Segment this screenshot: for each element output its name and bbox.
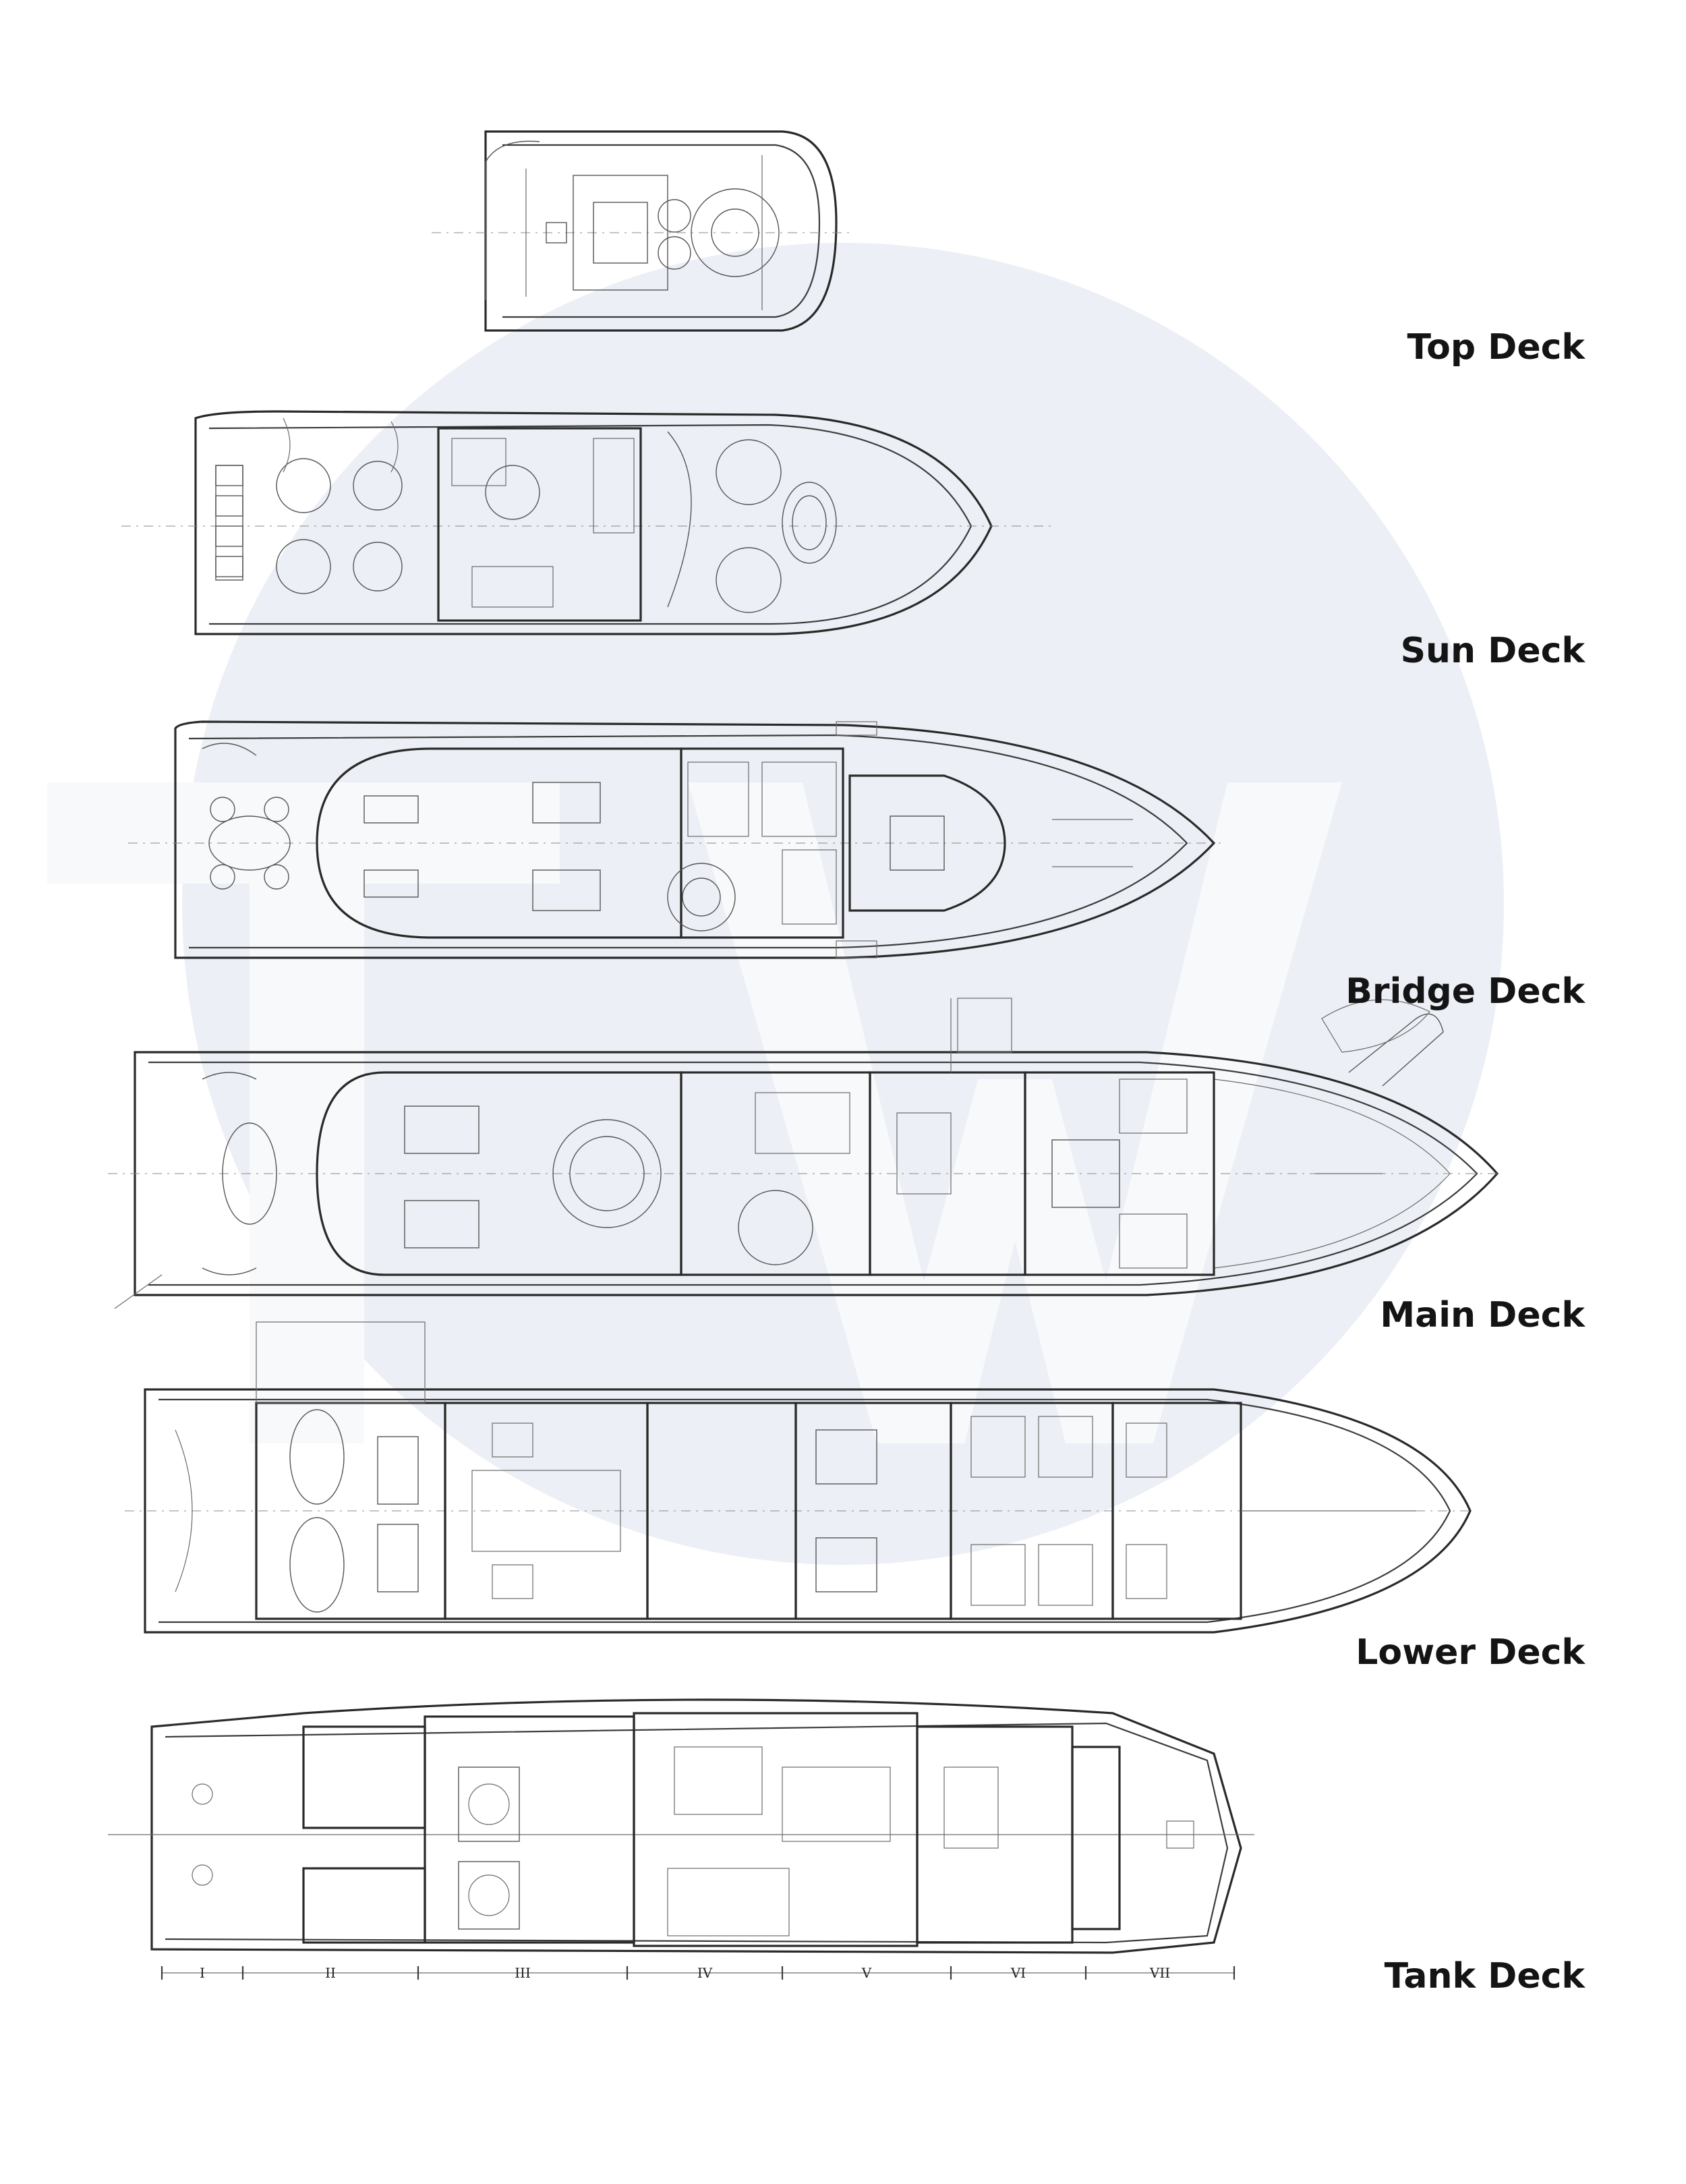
top-deck-label: Top Deck [1407,327,1585,368]
main-deck-label: Main Deck [1380,1295,1585,1335]
section-marker: I [200,1965,205,1981]
sun-deck-plan [121,410,1052,635]
sun-deck-label: Sun Deck [1400,631,1585,671]
section-marker: IV [697,1965,713,1981]
section-marker: V [861,1965,872,1981]
bridge-deck-label: Bridge Deck [1345,971,1585,1012]
section-marker: III [515,1965,531,1981]
main-deck-plan [108,998,1499,1309]
section-marker: VII [1149,1965,1170,1981]
tank-deck-plan: I II III IV V VI VII [108,1698,1254,1981]
top-deck-plan [432,130,850,332]
section-marker: VI [1010,1965,1026,1981]
tank-deck-label: Tank Deck [1384,1956,1585,1996]
section-marker: II [325,1965,336,1981]
tank-section-markers: I II III IV V VI VII [200,1965,1170,1981]
lower-deck-label: Lower Deck [1356,1632,1585,1673]
lower-deck-plan [125,1321,1472,1634]
bridge-deck-plan [128,720,1221,959]
